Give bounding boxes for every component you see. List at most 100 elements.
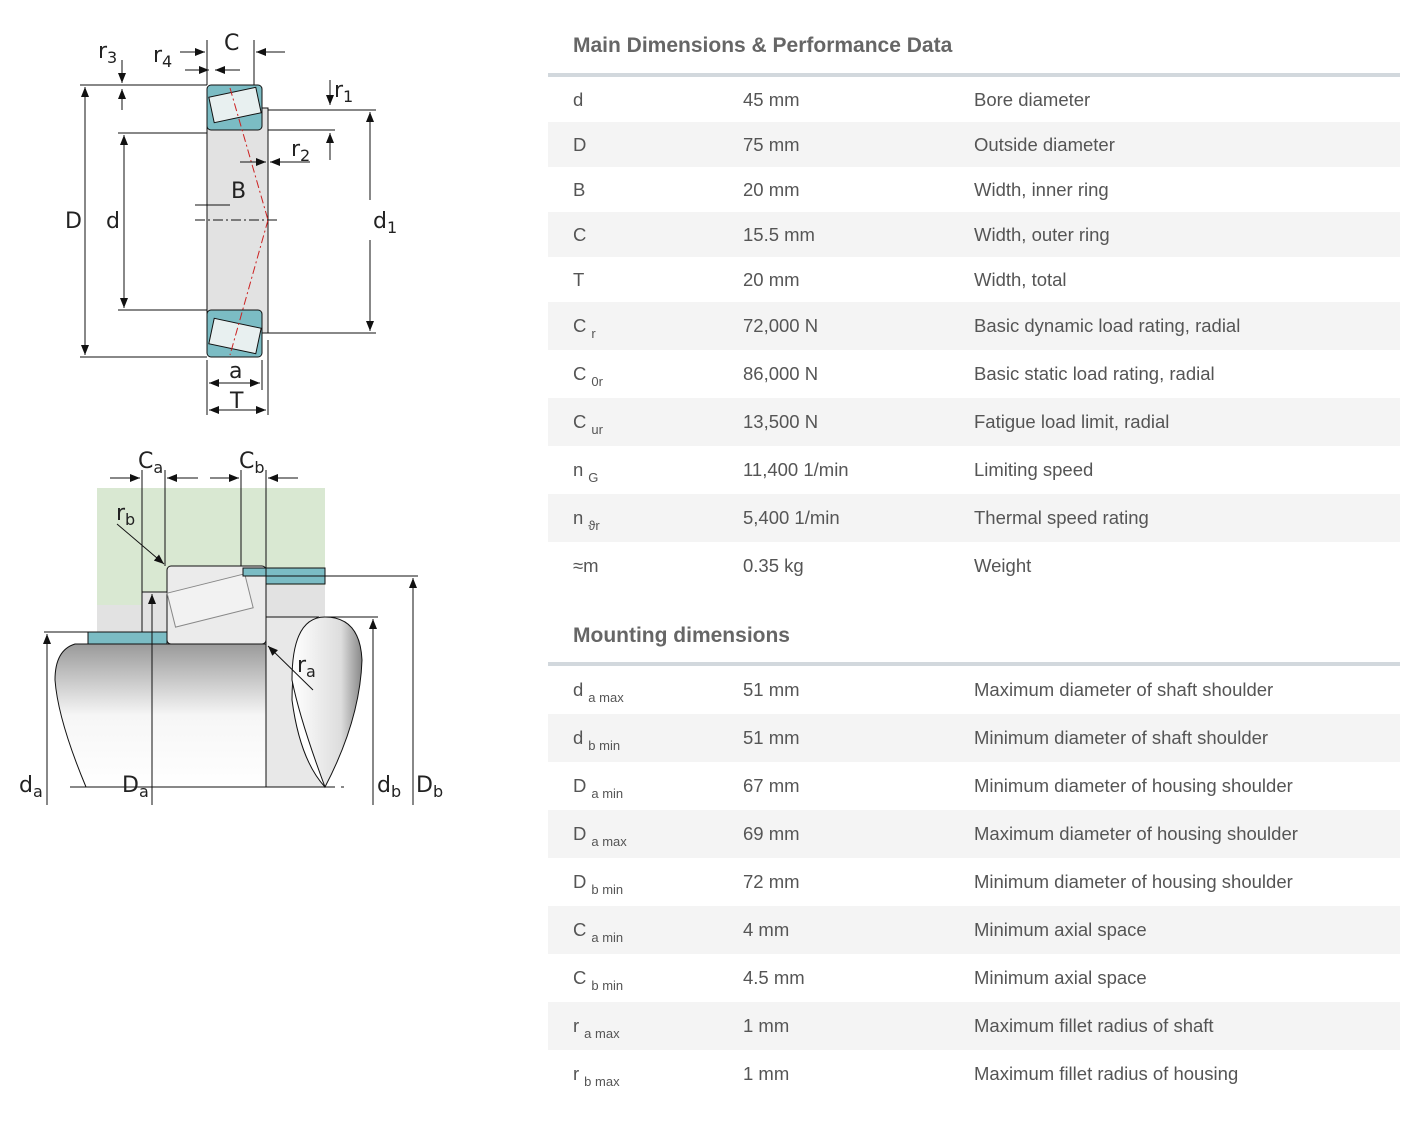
symbol: d b min (573, 727, 620, 753)
symbol-subscript: a max (591, 834, 627, 849)
symbol-text: B (573, 178, 586, 200)
symbol-subscript: b max (584, 1074, 620, 1089)
value: 75 mm (743, 133, 800, 155)
label-rb: rb (116, 501, 135, 529)
table-row: D 75 mm Outside diameter (548, 122, 1400, 167)
label-r3: r3 (98, 39, 117, 67)
symbol-subscript: b min (591, 978, 624, 993)
description: Outside diameter (974, 133, 1115, 155)
label-r4: r4 (153, 43, 172, 71)
symbol-subscript: ϑr (588, 518, 600, 533)
symbol-text: d (573, 88, 584, 110)
label-d: d (106, 209, 120, 234)
bearing-cross-section (80, 40, 376, 415)
value: 72,000 N (743, 315, 819, 336)
label-da: da (19, 773, 43, 801)
description: Weight (974, 555, 1032, 576)
table-row: B 20 mm Width, inner ring (548, 167, 1400, 212)
label-r2: r2 (291, 137, 310, 165)
symbol-subscript: a max (588, 690, 624, 705)
symbol: ≈m (573, 555, 599, 577)
value: 20 mm (743, 268, 800, 290)
description: Width, inner ring (974, 178, 1109, 200)
symbol-text: d (573, 679, 584, 700)
label-a: a (229, 359, 242, 384)
symbol-text: C (573, 411, 587, 432)
symbol-text: T (573, 268, 585, 290)
label-T: T (229, 389, 244, 414)
label-ra: ra (297, 653, 316, 681)
description: Width, outer ring (974, 223, 1110, 245)
value: 51 mm (743, 727, 800, 748)
description: Fatigue load limit, radial (974, 411, 1170, 432)
symbol-text: D (573, 775, 587, 796)
description: Maximum fillet radius of shaft (974, 1015, 1214, 1036)
symbol: D (573, 134, 586, 156)
bearing-drawing: r3 r4 C r1 r2 B D d d1 a T (19, 31, 443, 805)
description: Minimum diameter of housing shoulder (974, 775, 1293, 796)
symbol-subscript: G (588, 470, 599, 485)
main-dimensions-title: Main Dimensions & Performance Data (573, 34, 953, 57)
symbol: d (573, 89, 583, 111)
symbol-subscript: ur (591, 422, 603, 437)
value: 20 mm (743, 178, 800, 200)
mounting-cross-section (43, 470, 418, 805)
value: 4.5 mm (743, 967, 805, 988)
symbol-text: D (573, 133, 587, 155)
symbol-subscript: b min (588, 738, 621, 753)
symbol: C (573, 224, 586, 246)
symbol-text: C (573, 363, 587, 384)
value: 72 mm (743, 871, 800, 892)
label-Ca: Ca (138, 449, 163, 477)
description: Width, total (974, 268, 1067, 290)
symbol-subscript: a min (591, 786, 624, 801)
symbol-text: C (573, 919, 587, 940)
label-d1: d1 (373, 209, 397, 237)
symbol-text: C (573, 967, 587, 988)
label-r1: r1 (334, 78, 353, 106)
symbol-subscript: a max (584, 1026, 620, 1041)
value: 69 mm (743, 823, 800, 844)
main-divider (548, 73, 1400, 77)
symbol-subscript: r (591, 326, 596, 341)
value: 45 mm (743, 88, 800, 110)
value: 4 mm (743, 919, 790, 940)
symbol-text: d (573, 727, 584, 748)
description: Minimum axial space (974, 967, 1147, 988)
label-D: D (65, 209, 82, 234)
bottom-diagram-labels: Ca Cb rb ra da Da db Db (19, 449, 443, 801)
symbol-text: n (573, 507, 584, 528)
value: 11,400 1/min (743, 459, 849, 480)
symbol-subscript: b min (591, 882, 624, 897)
mounting-dimensions-table: d a max 51 mm Maximum diameter of shaft sho… (548, 666, 1400, 1098)
bearing-diagrams: r3 r4 C r1 r2 B D d d1 a T (0, 0, 540, 1123)
description: Minimum diameter of housing shoulder (974, 871, 1293, 892)
label-Db: Db (416, 773, 443, 801)
symbol: B (573, 179, 585, 201)
label-Da: Da (122, 773, 149, 801)
description: Limiting speed (974, 459, 1094, 480)
value: 1 mm (743, 1063, 790, 1084)
top-diagram-labels: r3 r4 C r1 r2 B D d d1 a T (65, 31, 397, 414)
symbol-text: C (573, 315, 587, 336)
description: Maximum diameter of shaft shoulder (974, 679, 1274, 700)
value: 5,400 1/min (743, 507, 840, 528)
